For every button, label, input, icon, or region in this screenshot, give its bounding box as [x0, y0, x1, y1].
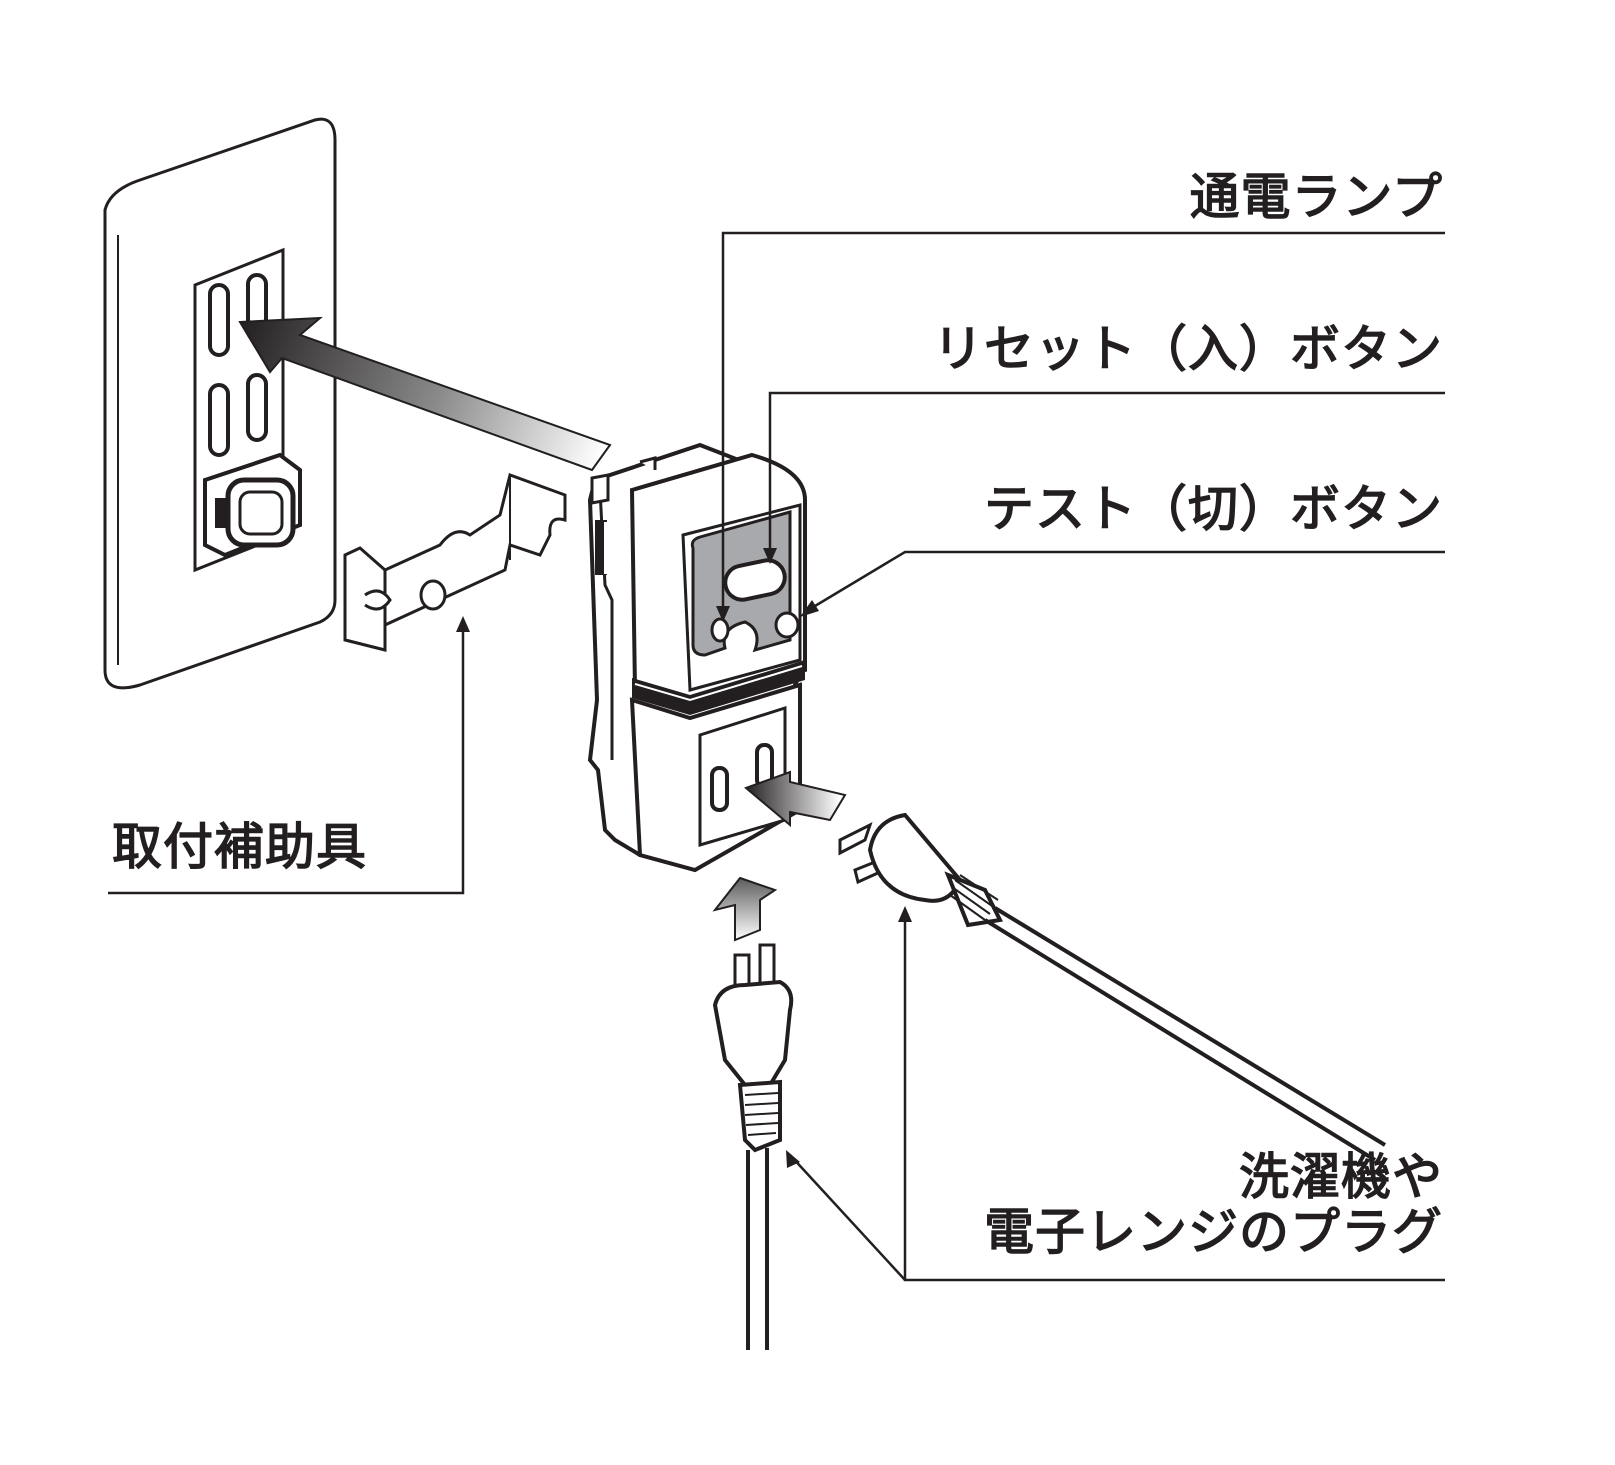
- two-prong-plug-icon: [838, 812, 1387, 1162]
- two-prong-plug-bottom-icon: [712, 943, 794, 1350]
- insert-arrow-up: [712, 876, 778, 942]
- reset-button[interactable]: [722, 557, 788, 603]
- leader-helper: [108, 620, 465, 895]
- leader-reset: [768, 391, 1445, 560]
- mounting-helper-label: 取付補助具: [112, 818, 367, 876]
- appliance-plug-label-line2: 電子レンジのプラグ: [984, 1203, 1443, 1261]
- power-lamp: [710, 617, 730, 643]
- leader-plug-bottom: [789, 1154, 906, 1281]
- leader-lamp: [721, 231, 1445, 618]
- wall-outlet-icon: [103, 117, 337, 690]
- earth-leakage-adapter-icon: [587, 442, 807, 873]
- mounting-helper-icon: [343, 473, 567, 652]
- reset-button-label: リセット（入）ボタン: [933, 320, 1443, 378]
- appliance-plug-label-line1: 洗濯機や: [1239, 1148, 1443, 1206]
- lamp-label: 通電ランプ: [1189, 168, 1443, 226]
- test-button-label: テスト（切）ボタン: [984, 480, 1443, 538]
- test-button[interactable]: [774, 611, 800, 639]
- leader-test: [804, 550, 1445, 614]
- leader-lines: [108, 231, 1445, 1282]
- appliance-plug-label: 洗濯機や 電子レンジのプラグ: [984, 1150, 1443, 1260]
- insert-arrow-wall: [238, 316, 612, 472]
- insert-arrow-socket: [744, 770, 847, 828]
